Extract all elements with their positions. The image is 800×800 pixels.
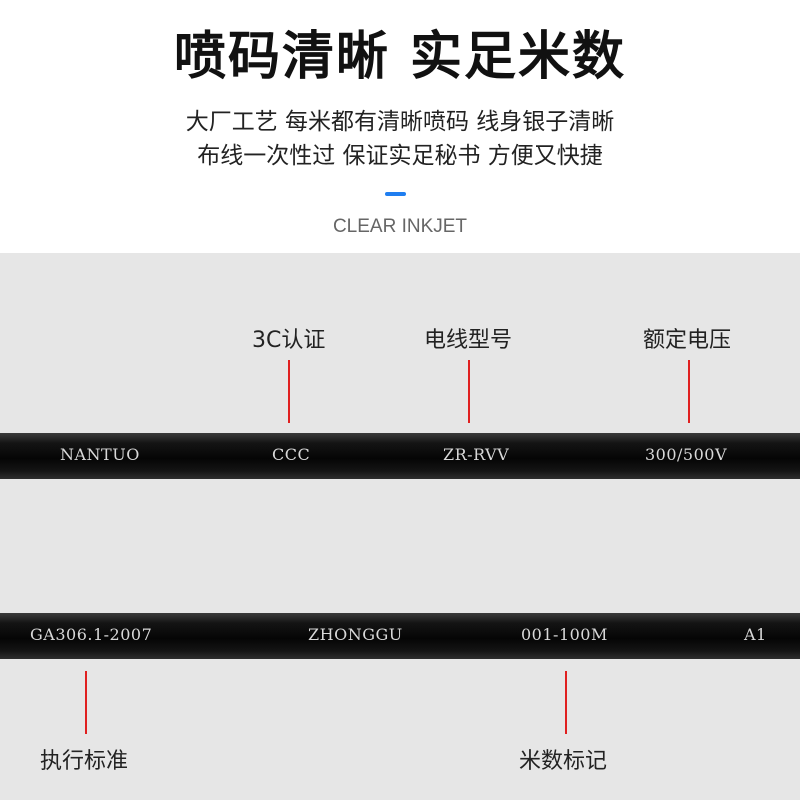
cable-showcase-panel	[0, 253, 800, 800]
subtitle-line-1: 大厂工艺 每米都有清晰喷码 线身银子清晰	[185, 109, 615, 135]
cable-standard-mark: GA306.1-2007	[30, 625, 153, 644]
cable-brand-mark: NANTUO	[60, 445, 140, 464]
callout-rated-voltage: 额定电压	[643, 328, 732, 353]
header-section: 喷码清晰 实足米数 大厂工艺 每米都有清晰喷码 线身银子清晰 布线一次性过 保证…	[0, 0, 800, 253]
cable-top: NANTUO CCC ZR-RVV 300/500V	[0, 433, 800, 479]
accent-bar	[385, 192, 406, 196]
callout-meter-marking: 米数标记	[519, 749, 608, 774]
indicator-line-model	[468, 360, 470, 423]
english-caption: CLEAR INKJET	[332, 216, 468, 237]
callout-execution-standard: 执行标准	[40, 749, 129, 774]
cable-maker-mark: ZHONGGU	[308, 625, 403, 644]
page-title: 喷码清晰 实足米数	[173, 27, 627, 87]
cable-meter-mark: 001-100M	[521, 625, 608, 644]
cable-bottom: GA306.1-2007 ZHONGGU 001-100M A1	[0, 613, 800, 659]
indicator-line-cert	[288, 360, 290, 423]
cable-voltage-mark: 300/500V	[645, 445, 728, 464]
callout-3c-certification: 3C认证	[252, 328, 326, 353]
indicator-line-voltage	[688, 360, 690, 423]
subtitle-line-2: 布线一次性过 保证实足秘书 方便又快捷	[197, 143, 603, 169]
indicator-line-meter	[565, 671, 567, 734]
callout-wire-model: 电线型号	[424, 328, 513, 353]
cable-model-mark: ZR-RVV	[443, 445, 510, 464]
cable-grade-mark: A1	[744, 625, 767, 644]
cable-cert-mark: CCC	[272, 445, 311, 464]
indicator-line-standard	[85, 671, 87, 734]
